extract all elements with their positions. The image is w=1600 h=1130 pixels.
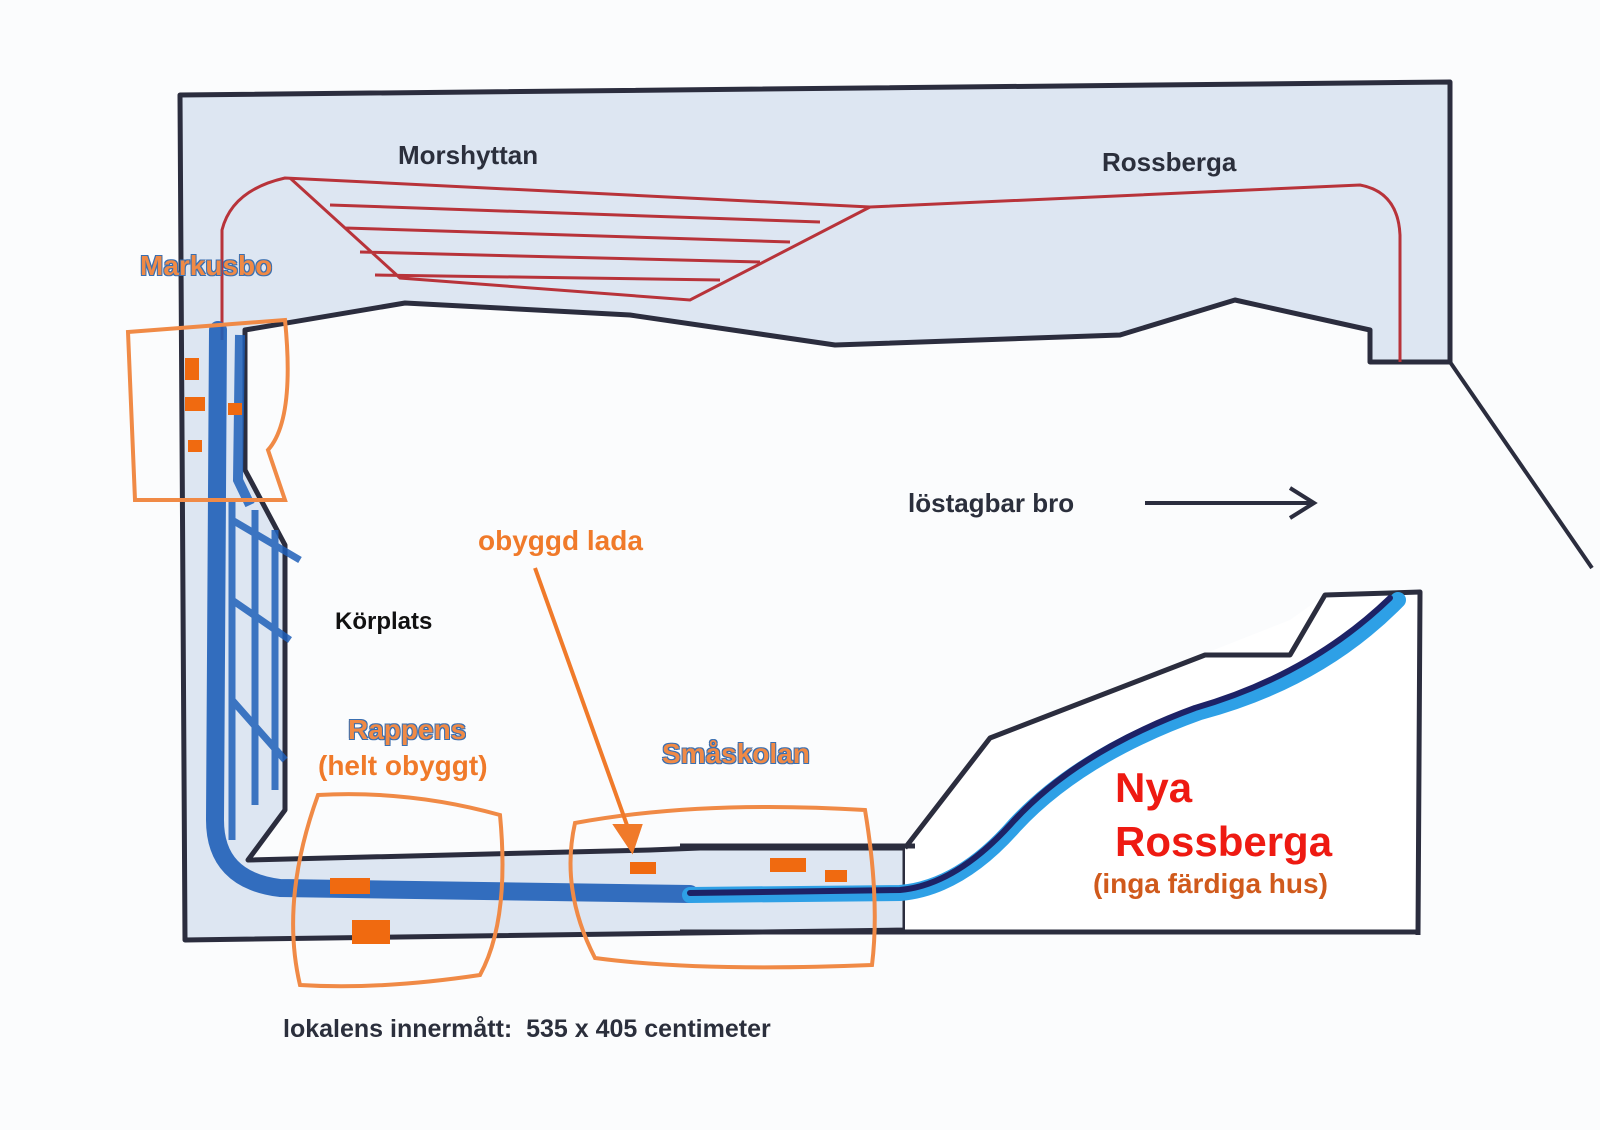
korplats-yard-tracks [228, 500, 302, 840]
building-marker [352, 920, 390, 944]
korplats-label: Körplats [335, 608, 433, 635]
building-marker [330, 878, 370, 894]
building-marker [188, 440, 202, 452]
blue-track-right [682, 592, 1406, 903]
building-marker [630, 862, 656, 874]
rappens-label: Rappens [348, 714, 467, 745]
morshyttan-yard-tracks [288, 176, 871, 302]
dimensions-caption: lokalens innermått: 535 x 405 centimeter [283, 1015, 771, 1043]
nya-rossberga-outline [903, 589, 1423, 936]
markusbo-label: Markusbo [140, 250, 273, 281]
rossberga-label: Rossberga [1102, 147, 1237, 177]
dark-track-right [687, 595, 1393, 896]
bridge-edge-line [1448, 360, 1594, 570]
obyggd-lada-label: obyggd lada [478, 525, 643, 556]
markusbo-area-outline [125, 317, 290, 502]
helt-obyggt-label: (helt obyggt) [318, 750, 488, 781]
smaskolan-area-outline [568, 804, 877, 970]
building-marker [185, 397, 205, 411]
morshyttan-label: Morshyttan [398, 140, 539, 170]
nya-rossberga-label: Rossberga [1115, 818, 1333, 865]
lostagbar-bro-label: löstagbar bro [908, 488, 1075, 518]
building-marker [228, 403, 242, 415]
building-marker [825, 870, 847, 882]
smaskolan-label: Småskolan [662, 738, 810, 769]
red-track-mainline [220, 176, 1402, 362]
lada-arrow [533, 567, 643, 855]
nya-label: Nya [1115, 764, 1193, 811]
blue-track-siding [232, 334, 255, 508]
building-marker [770, 858, 806, 872]
rappens-area-outline [291, 792, 505, 989]
bridge-arrow [1145, 486, 1318, 520]
building-markers [185, 358, 847, 944]
blue-track-left [205, 321, 699, 903]
building-marker [185, 358, 199, 380]
inga-fardiga-hus-label: (inga färdiga hus) [1093, 868, 1328, 899]
